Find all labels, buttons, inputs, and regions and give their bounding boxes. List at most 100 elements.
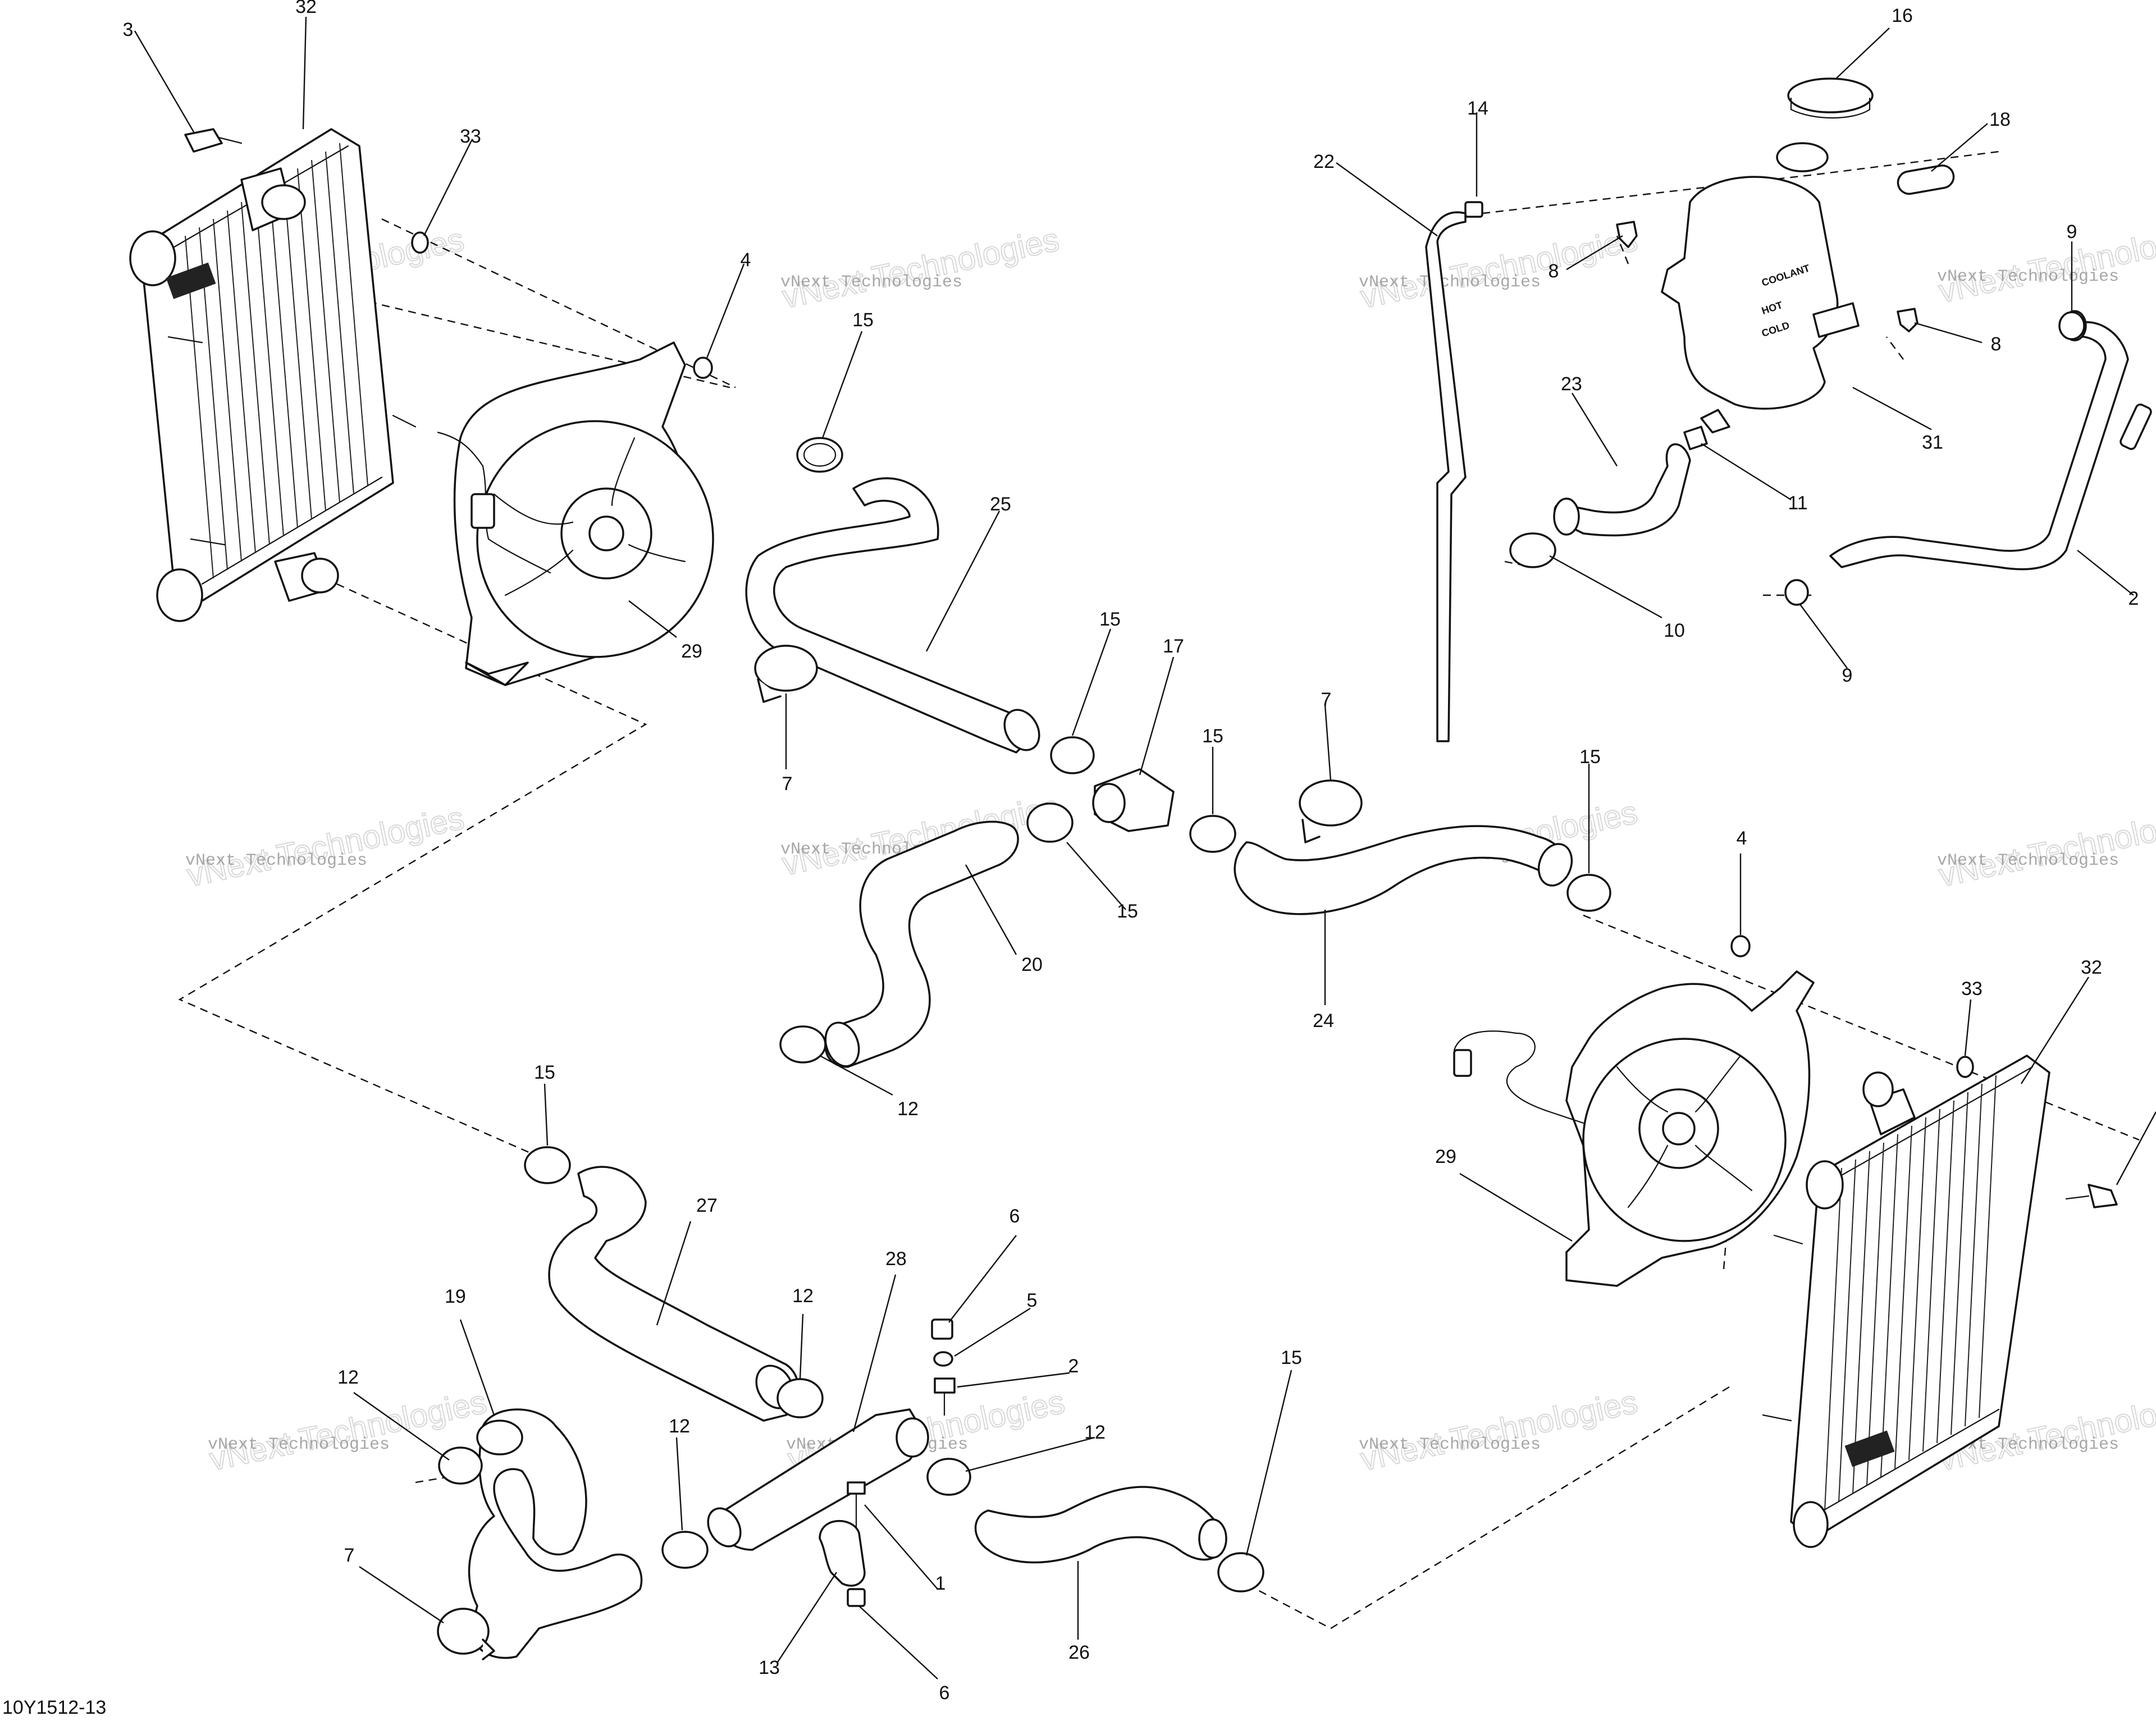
callout-5: 5	[1027, 1290, 1038, 1311]
watermark-text: vNext Technologies	[780, 273, 962, 292]
clamp-15-f	[524, 1146, 571, 1184]
clamp-15-c-ring	[1026, 802, 1074, 843]
clip-14	[1464, 201, 1483, 218]
callout-17: 17	[1163, 636, 1184, 657]
watermark: vNext Technologies vNext Technologies	[1357, 221, 1641, 316]
right-radiator-inlet-mouth	[1862, 1071, 1894, 1107]
watermark-text: vNext Technologies	[208, 1435, 390, 1454]
callout-12: 12	[792, 1285, 814, 1307]
watermark-text: vNext Technologies	[185, 851, 367, 870]
clamp-7-a-screw	[757, 678, 782, 703]
hose-26	[974, 1486, 1225, 1564]
ring-9-top	[2058, 311, 2085, 340]
callout-12: 12	[1084, 1422, 1106, 1443]
left-radiator-upper-inlet-mouth	[261, 184, 306, 220]
right-radiator-top-tank-cap	[1806, 1160, 1844, 1210]
watermark-outline-text: vNext Technologies	[1358, 221, 1641, 316]
nut-33-left	[411, 231, 429, 254]
overflow-tube-22	[1425, 211, 1467, 742]
callout-11: 11	[1788, 492, 1807, 514]
nut-4-lower	[1730, 935, 1751, 957]
drawing-id: 10Y1512-13	[2, 1697, 106, 1718]
grommet-18	[1897, 165, 1955, 195]
callout-16: 16	[1892, 5, 1913, 26]
dashed-loop-left	[178, 583, 647, 1158]
clamp-15-c	[1026, 802, 1074, 843]
right-fan-assembly	[1453, 970, 1815, 1287]
right-fan-hub	[1662, 1112, 1696, 1146]
hose-21	[1829, 321, 2129, 571]
callout-14: 14	[1467, 98, 1488, 119]
right-fan-blades	[1616, 1055, 1753, 1208]
left-fan-connector	[471, 493, 495, 529]
callout-12: 12	[897, 1098, 919, 1120]
callout-7: 7	[1321, 689, 1332, 710]
expansion-tank-outlet	[1700, 409, 1730, 433]
clamp-10	[1509, 532, 1556, 568]
callout-15: 15	[852, 309, 874, 331]
callout-6: 6	[939, 1682, 950, 1704]
clamp-7-c-screw	[482, 1639, 495, 1660]
pressure-cap	[1787, 77, 1874, 119]
watermark-text: vNext Technologies	[1937, 851, 2119, 870]
clamp-12-e-ring	[438, 1446, 483, 1485]
clamp-7-a	[754, 645, 818, 703]
watermark-outline-text: vNext Technologies	[1936, 216, 2156, 310]
callout-15: 15	[1202, 725, 1223, 747]
leader-lines	[134, 16, 2156, 1680]
fitting-11	[1683, 426, 1708, 450]
watermark-text: vNext Technologies	[1359, 1435, 1541, 1454]
hose-19	[468, 1408, 643, 1659]
bolt-2-head	[934, 1377, 956, 1394]
push-rivet-8-left	[1616, 221, 1638, 248]
hose-23	[1554, 443, 1691, 537]
pressure-cap-skirt	[1790, 97, 1871, 119]
nut-4-upper	[693, 357, 713, 379]
callout-20: 20	[1021, 954, 1043, 975]
expansion-tank-neck	[1776, 142, 1829, 172]
callout-2: 2	[1068, 1356, 1079, 1377]
watermark: vNext Technologies vNext Technologies	[1935, 215, 2156, 311]
left-fan-lower-bracket	[465, 661, 529, 686]
left-fan-hub	[588, 515, 624, 551]
hose-24-end	[1537, 843, 1573, 887]
callout-32: 32	[295, 0, 317, 17]
hose-19-end	[476, 1420, 523, 1455]
clamp-12-a-ring	[779, 1025, 826, 1064]
left-radiator-fins	[185, 143, 368, 579]
callout-15: 15	[1281, 1347, 1302, 1368]
clamp-15-b	[1050, 736, 1095, 774]
clamp-10-ring	[1509, 532, 1556, 568]
bolt-3-right-shank	[2065, 1195, 2090, 1200]
nut-33-right	[1956, 1056, 1974, 1078]
dashed-line-right-radiator	[1583, 914, 2140, 1141]
clamp-15-b-ring	[1050, 736, 1095, 774]
right-radiator-bottom-tank-cap	[1793, 1501, 1829, 1548]
right-radiator-fins	[1824, 1075, 1997, 1511]
callout-12: 12	[669, 1416, 690, 1437]
right-radiator-label-plate	[1844, 1430, 1895, 1467]
tube-sleeve	[2120, 403, 2152, 450]
callout-7: 7	[782, 773, 793, 795]
dashed-line-tank-to-hose	[1482, 150, 1999, 215]
nut-6-upper	[931, 1318, 953, 1340]
tee-fitting-17-port	[1092, 783, 1126, 823]
right-fan-wire-harness	[1453, 1030, 1584, 1124]
hose-20-end	[824, 1021, 860, 1067]
clamp-7-c-ring	[437, 1608, 490, 1655]
watermark-text: vNext Technologies	[1359, 273, 1541, 292]
clamp-12-b-ring	[776, 1378, 824, 1418]
clamp-7-c	[437, 1608, 495, 1660]
left-radiator	[129, 128, 417, 622]
dashed-line-tank-mount	[1616, 235, 1629, 264]
callout-18: 18	[1989, 109, 2011, 130]
clamp-12-d-ring	[661, 1531, 709, 1569]
bolt-3	[184, 128, 223, 153]
callout-15: 15	[1579, 746, 1601, 768]
clamp-12-c-ring	[926, 1458, 971, 1496]
pressure-cap-body	[1787, 77, 1874, 113]
callout-33: 33	[1961, 978, 1983, 1000]
callout-29: 29	[1435, 1146, 1456, 1167]
right-fan-connector	[1453, 1049, 1472, 1077]
clamp-15-d	[1189, 815, 1236, 853]
